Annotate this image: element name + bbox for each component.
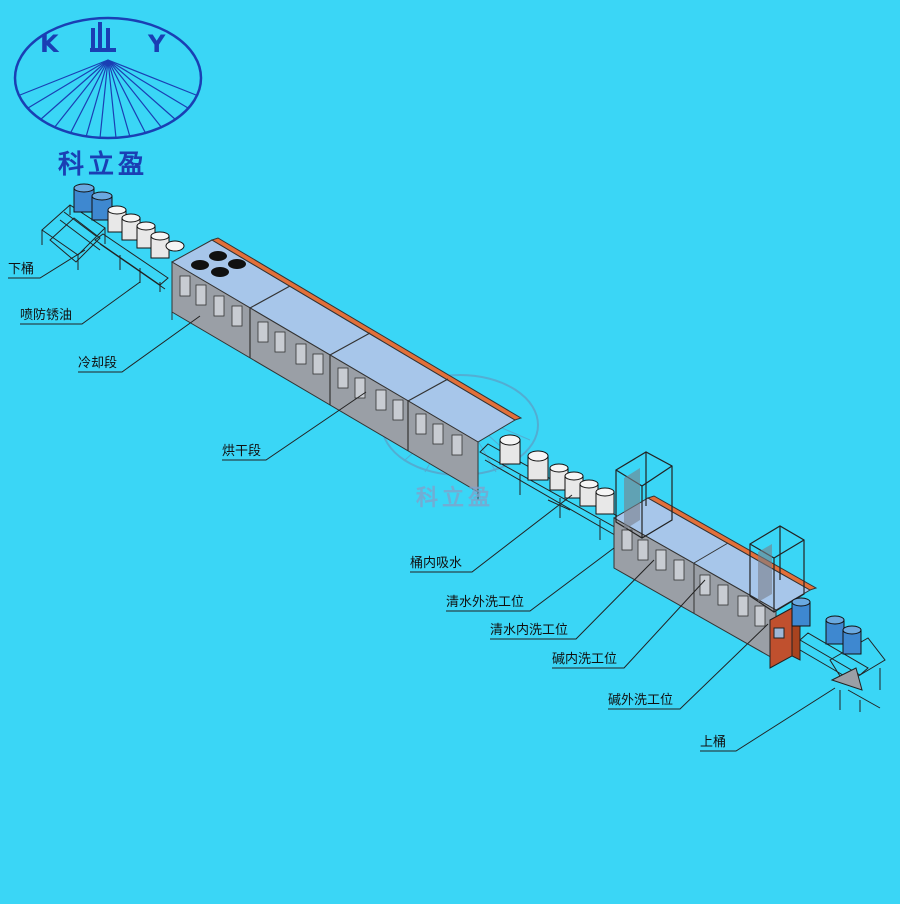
leader-alkali-inner xyxy=(552,579,706,669)
drying-cooling-cabin xyxy=(170,237,523,500)
label-unload: 下桶 xyxy=(8,262,35,277)
leader-cooling xyxy=(78,315,201,373)
watermark-brand-name: 科立盈 xyxy=(416,486,495,511)
leader-drying xyxy=(222,391,367,461)
company-logo xyxy=(13,16,203,140)
label-water-inner-wash: 清水内洗工位 xyxy=(490,623,569,638)
drums-unload xyxy=(73,183,185,259)
leader-alkali-outer xyxy=(608,623,769,710)
leader-water-outer xyxy=(446,547,615,612)
label-inner-suction: 桶内吸水 xyxy=(410,556,463,571)
label-alkali-outer-wash: 碱外洗工位 xyxy=(608,693,674,708)
leader-unload xyxy=(8,249,86,279)
logo-brand-name: 科立盈 xyxy=(58,150,149,180)
logo-letter-k: K xyxy=(40,30,59,58)
leader-water-inner xyxy=(490,559,655,640)
drums-load xyxy=(791,597,862,655)
logo-letter-y: Y xyxy=(148,30,166,58)
washing-cabin xyxy=(613,451,818,661)
leader-load xyxy=(700,687,836,752)
unload-station xyxy=(41,204,169,292)
leader-rust-oil xyxy=(20,281,141,325)
label-drying: 烘干段 xyxy=(222,444,262,459)
drums-middle xyxy=(499,434,615,515)
leader-inner-suction xyxy=(410,494,573,573)
callout-lines xyxy=(8,249,836,752)
label-load: 上桶 xyxy=(700,735,727,750)
label-water-outer-wash: 清水外洗工位 xyxy=(446,595,525,610)
label-cooling: 冷却段 xyxy=(78,356,118,371)
label-alkali-inner-wash: 碱内洗工位 xyxy=(552,652,618,667)
label-rust-oil: 喷防锈油 xyxy=(20,308,73,323)
